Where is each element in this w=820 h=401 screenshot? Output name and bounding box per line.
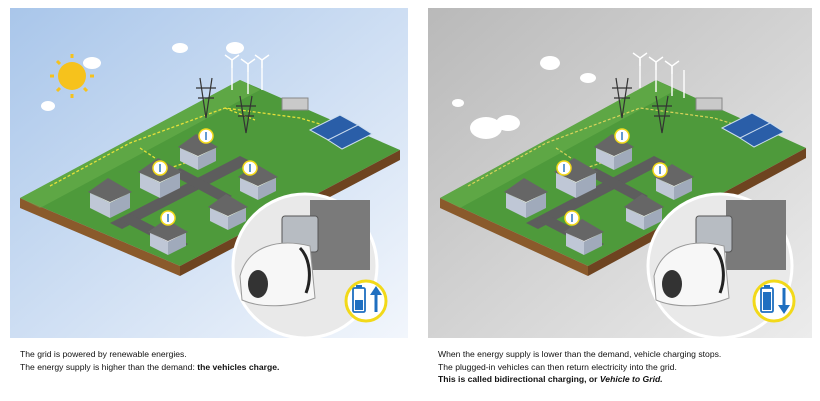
battery-discharging-badge	[752, 279, 796, 323]
clouds	[41, 42, 244, 111]
wind-turbines	[224, 54, 270, 94]
left-caption: The grid is powered by renewable energie…	[20, 348, 279, 373]
houses	[504, 134, 694, 255]
battery-charging-badge	[344, 279, 388, 323]
solar-panels	[695, 97, 786, 148]
houses	[88, 134, 278, 255]
right-caption-line2: The plugged-in vehicles can then return …	[438, 361, 677, 372]
wind-turbines	[632, 52, 685, 98]
right-caption-line3-italic: Vehicle to Grid.	[599, 374, 663, 384]
car-charging-closeup	[231, 192, 379, 338]
left-illustration	[10, 8, 408, 338]
left-panel: The grid is powered by renewable energie…	[10, 8, 408, 393]
car-charging-closeup	[646, 192, 794, 338]
right-caption-line1: When the energy supply is lower than the…	[438, 349, 722, 359]
left-caption-line2: The energy supply is higher than the dem…	[20, 361, 279, 374]
right-illustration	[428, 8, 812, 338]
up-arrow-icon	[370, 286, 382, 312]
solar-panels	[281, 97, 374, 150]
pylons	[612, 77, 672, 134]
left-caption-line2-text: The energy supply is higher than the dem…	[20, 361, 198, 372]
right-caption: When the energy supply is lower than the…	[438, 348, 721, 386]
pylons	[196, 77, 256, 134]
left-caption-line2-bold: the vehicles charge.	[197, 361, 280, 372]
down-arrow-icon	[778, 288, 790, 314]
right-caption-line3: This is called bidirectional charging, o…	[438, 373, 721, 386]
left-caption-line1: The grid is powered by renewable energie…	[20, 349, 187, 359]
right-panel: When the energy supply is lower than the…	[428, 8, 812, 393]
right-caption-line3-text: This is called bidirectional charging, o…	[438, 374, 600, 384]
house-battery-arrows	[563, 132, 661, 222]
house-battery-arrows	[159, 132, 251, 222]
clouds	[452, 56, 596, 139]
